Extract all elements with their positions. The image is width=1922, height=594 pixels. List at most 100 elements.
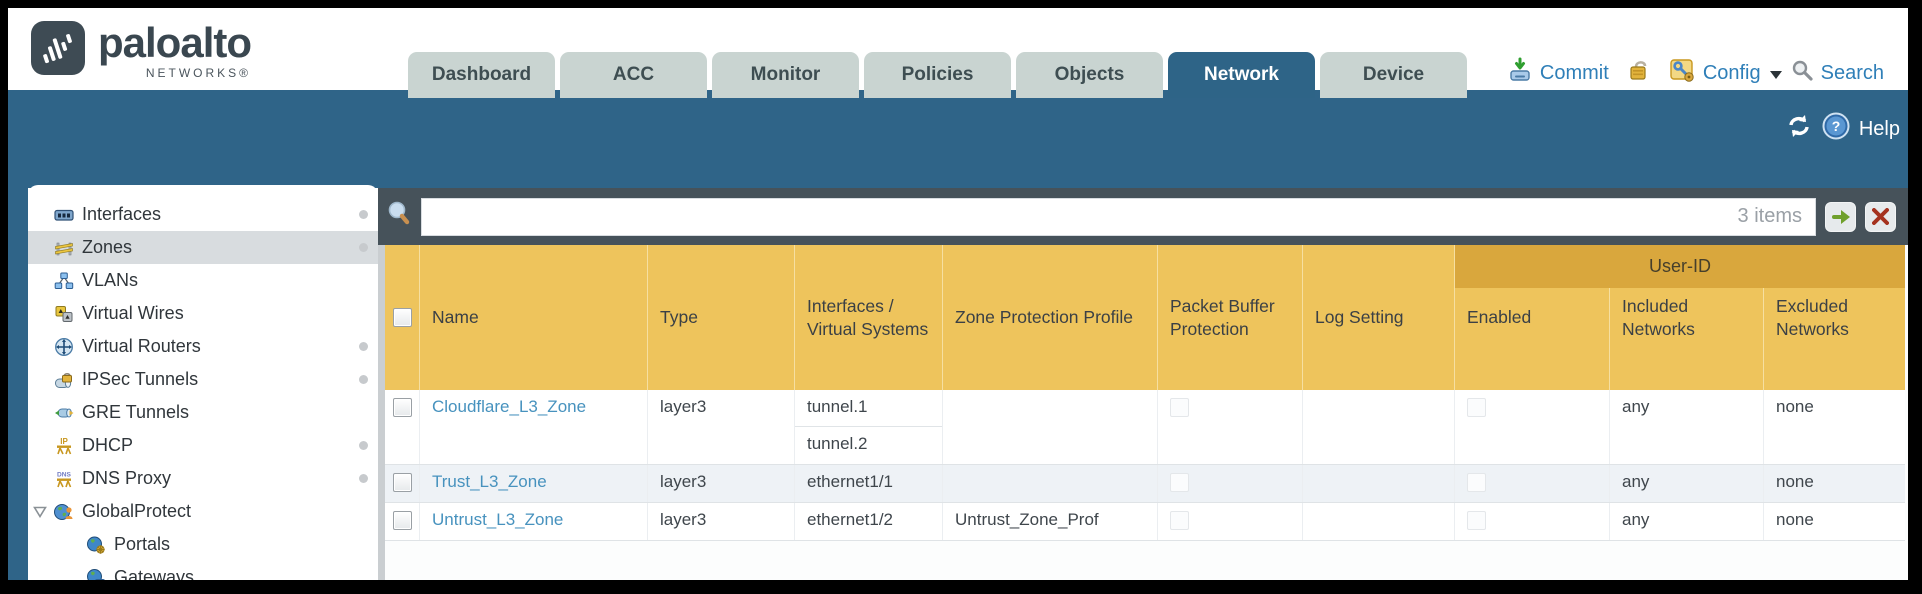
col-header-interfaces[interactable]: Interfaces / Virtual Systems: [795, 245, 943, 390]
brand-subtitle: NETWORKS®: [145, 66, 252, 80]
sidebar-item-virtual-wires[interactable]: Virtual Wires: [28, 297, 378, 330]
sidebar-item-dhcp[interactable]: IP DHCP: [28, 429, 378, 462]
zone-interfaces-cell: tunnel.1 tunnel.2: [795, 390, 943, 464]
packet-buffer-protection-checkbox[interactable]: [1170, 511, 1189, 530]
config-icon: [1669, 57, 1696, 89]
help-icon[interactable]: ?: [1822, 112, 1850, 146]
tab-network[interactable]: Network: [1168, 52, 1315, 98]
refresh-icon[interactable]: [1785, 113, 1813, 145]
globalprotect-icon: [54, 502, 74, 522]
ipsec-tunnels-icon: [54, 370, 74, 390]
search-link[interactable]: Search: [1820, 61, 1884, 84]
sidebar-item-interfaces[interactable]: Interfaces: [28, 198, 378, 231]
col-header-log-setting[interactable]: Log Setting: [1303, 245, 1455, 390]
zone-link[interactable]: Cloudflare_L3_Zone: [432, 397, 587, 416]
zone-protection-profile-cell: [943, 465, 1158, 502]
table-row: Cloudflare_L3_Zone layer3 tunnel.1 tunne…: [385, 390, 1905, 465]
log-setting-cell: [1303, 465, 1455, 502]
col-header-type[interactable]: Type: [648, 245, 795, 390]
sidebar-item-gateways[interactable]: Gateways: [28, 561, 378, 580]
sidebar-item-portals[interactable]: Portals: [28, 528, 378, 561]
main-tabs: Dashboard ACC Monitor Policies Objects N…: [408, 52, 1467, 98]
sidebar-item-label: Portals: [114, 534, 171, 554]
sidebar-item-label: Gateways: [114, 567, 195, 580]
config-caret-icon[interactable]: [1769, 71, 1782, 79]
status-dot: [359, 375, 368, 384]
sidebar-item-dns-proxy[interactable]: DNS DNS Proxy: [28, 462, 378, 495]
tab-device[interactable]: Device: [1320, 52, 1467, 98]
log-setting-cell: [1303, 503, 1455, 540]
filter-bar: 3 items: [378, 188, 1908, 245]
status-dot: [359, 474, 368, 483]
dns-proxy-icon: DNS: [54, 469, 74, 489]
tab-policies[interactable]: Policies: [864, 52, 1011, 98]
sidebar-item-gre-tunnels[interactable]: GRE Tunnels: [28, 396, 378, 429]
excluded-networks-cell: none: [1776, 397, 1814, 416]
gre-tunnels-icon: [54, 403, 74, 423]
log-setting-cell: [1303, 390, 1455, 464]
apply-filter-button[interactable]: [1825, 201, 1856, 232]
col-header-included-networks[interactable]: Included Networks: [1610, 245, 1764, 390]
tab-dashboard[interactable]: Dashboard: [408, 52, 555, 98]
tab-objects[interactable]: Objects: [1016, 52, 1163, 98]
filter-input[interactable]: [421, 197, 1816, 236]
zone-interfaces-cell: ethernet1/1: [795, 465, 943, 502]
vlans-icon: [54, 271, 74, 291]
sidebar-item-zones[interactable]: Zones: [28, 231, 378, 264]
clear-filter-button[interactable]: [1865, 201, 1896, 232]
user-id-enabled-checkbox[interactable]: [1467, 398, 1486, 417]
zones-table: Name Type Interfaces / Virtual Systems Z…: [385, 245, 1905, 541]
help-link[interactable]: Help: [1858, 117, 1900, 140]
included-networks-cell: any: [1610, 465, 1764, 502]
select-all-checkbox[interactable]: [392, 308, 412, 327]
row-checkbox[interactable]: [392, 398, 412, 417]
included-networks-cell: any: [1610, 503, 1764, 540]
user-id-enabled-checkbox[interactable]: [1467, 511, 1486, 530]
excluded-networks-cell: none: [1776, 472, 1814, 491]
row-checkbox[interactable]: [392, 511, 412, 530]
teal-left-strip: [8, 188, 28, 580]
items-count: 3 items: [1737, 204, 1802, 227]
sidebar-item-label: Interfaces: [82, 204, 162, 224]
interfaces-icon: [54, 205, 74, 225]
tab-monitor[interactable]: Monitor: [712, 52, 859, 98]
col-header-name[interactable]: Name: [420, 245, 648, 390]
user-id-enabled-checkbox[interactable]: [1467, 473, 1486, 492]
packet-buffer-protection-checkbox[interactable]: [1170, 473, 1189, 492]
table-row: Trust_L3_Zone layer3 ethernet1/1 any non…: [385, 465, 1905, 503]
sidebar-item-vlans[interactable]: VLANs: [28, 264, 378, 297]
interface-value: tunnel.2: [807, 434, 868, 453]
commit-link[interactable]: Commit: [1539, 61, 1609, 84]
network-sidebar: Interfaces Zones VLANs Virtual Wires: [28, 185, 378, 580]
included-networks-cell: any: [1610, 390, 1764, 464]
sidebar-item-label: DNS Proxy: [82, 468, 172, 488]
user-id-group-header: User-ID: [1455, 245, 1905, 288]
packet-buffer-protection-checkbox[interactable]: [1170, 398, 1189, 417]
sidebar-item-label: DHCP: [82, 435, 134, 455]
table-row: Untrust_L3_Zone layer3 ethernet1/2 Untru…: [385, 503, 1905, 541]
config-link[interactable]: Config: [1702, 61, 1761, 84]
brand-name: paloalto: [98, 19, 252, 66]
sidebar-item-ipsec-tunnels[interactable]: IPSec Tunnels: [28, 363, 378, 396]
col-header-zone-protection-profile[interactable]: Zone Protection Profile: [943, 245, 1158, 390]
commit-icon: [1507, 57, 1533, 89]
col-header-packet-buffer-protection[interactable]: Packet Buffer Protection: [1158, 245, 1303, 390]
zone-link[interactable]: Untrust_L3_Zone: [432, 510, 564, 529]
zone-link[interactable]: Trust_L3_Zone: [432, 472, 547, 491]
col-header-excluded-networks[interactable]: Excluded Networks: [1776, 295, 1849, 339]
sidebar-item-globalprotect[interactable]: GlobalProtect: [28, 495, 378, 528]
col-header-enabled[interactable]: Enabled: [1455, 245, 1610, 390]
sidebar-item-label: Virtual Routers: [82, 336, 201, 356]
lock-icon[interactable]: [1627, 57, 1651, 89]
interface-value: ethernet1/1: [807, 472, 894, 491]
row-checkbox[interactable]: [392, 473, 412, 492]
sidebar-item-label: IPSec Tunnels: [82, 369, 199, 389]
sidebar-item-label: GlobalProtect: [82, 501, 192, 521]
tab-acc[interactable]: ACC: [560, 52, 707, 98]
excluded-networks-cell: none: [1776, 510, 1814, 529]
teal-band: [8, 90, 1908, 188]
sidebar-item-virtual-routers[interactable]: Virtual Routers: [28, 330, 378, 363]
portals-icon: [86, 535, 106, 555]
expand-triangle-icon[interactable]: [33, 506, 47, 519]
zone-protection-profile-cell: [943, 390, 1158, 464]
